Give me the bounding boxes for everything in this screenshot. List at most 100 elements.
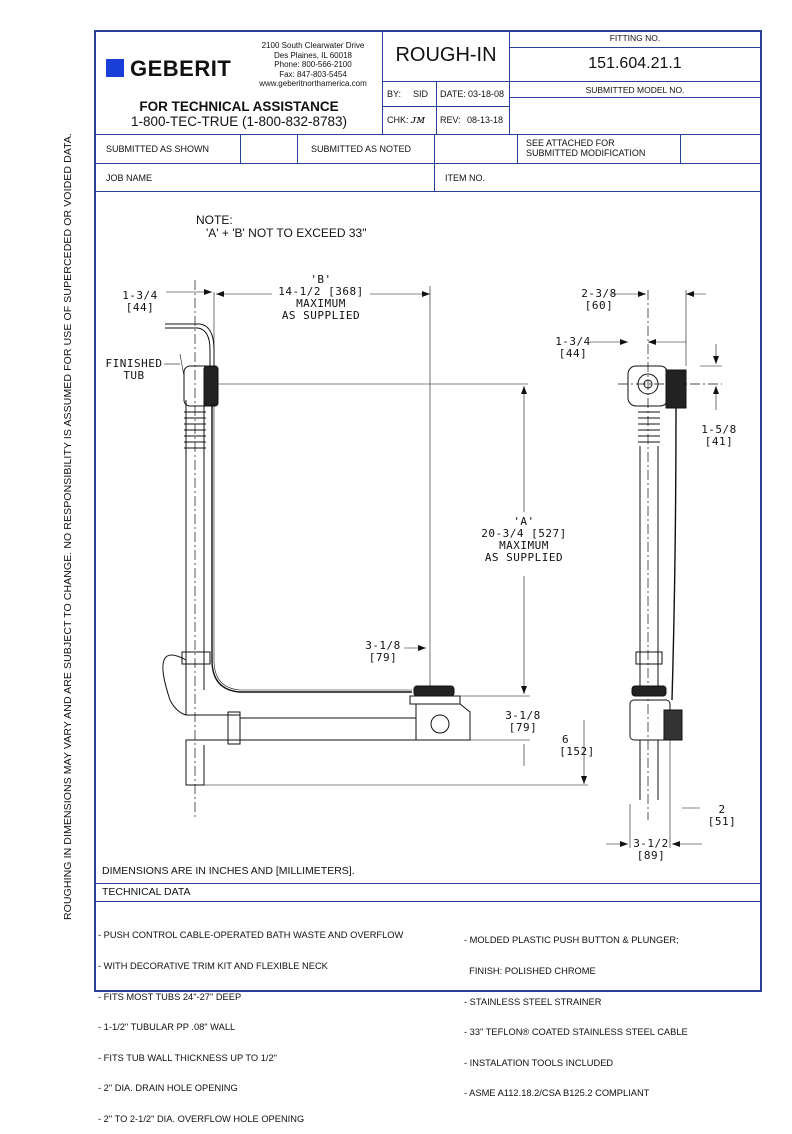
address-line: Fax: 847-803-5454: [279, 69, 347, 79]
date-value: 03-18-08: [468, 89, 505, 99]
divider: [382, 106, 509, 107]
units-note: DIMENSIONS ARE IN INCHES AND [MILLIMETER…: [102, 865, 355, 877]
tech-item: - STAINLESS STEEL STRAINER: [464, 996, 602, 1007]
divider: [436, 81, 437, 135]
overflow-cap: [637, 373, 659, 395]
model-label: SUBMITTED MODEL NO.: [585, 85, 685, 95]
arrowhead: [686, 291, 694, 297]
dim-value: MAXIMUM: [296, 297, 346, 310]
dim-value: [41]: [704, 435, 734, 448]
dim-value: TUB: [123, 369, 145, 382]
dim-label: 3-1/8[79]: [360, 640, 406, 664]
note-title: NOTE:: [196, 213, 233, 227]
dim-value: 6: [562, 733, 570, 746]
address-line: 2100 South Clearwater Drive: [261, 41, 365, 50]
rev-label: REV:: [440, 115, 461, 125]
dim-label: 3-1/2[89]: [626, 838, 676, 862]
tech-item: - 2" TO 2-1/2" DIA. OVERFLOW HOLE OPENIN…: [98, 1114, 305, 1125]
date-label: DATE:: [440, 89, 466, 99]
dim-value: 'A': [513, 515, 535, 528]
arrowhead: [672, 841, 680, 847]
note-text: 'A' + 'B' NOT TO EXCEED 33": [206, 226, 367, 240]
doc-type: ROUGH-IN: [395, 44, 497, 66]
dim-value: [44]: [125, 301, 155, 314]
divider: [680, 134, 681, 163]
dim-value: [79]: [508, 721, 538, 734]
dim-value: 'B': [310, 273, 332, 286]
tech-item: FINISH: POLISHED CHROME: [464, 966, 596, 977]
dim-label: 1-3/4[44]: [548, 336, 598, 360]
dim-value: 2-3/8: [581, 287, 617, 300]
chk-signature: ᴊᴍ: [411, 113, 426, 126]
assist-phone: 1-800-TEC-TRUE (1-800-832-8783): [130, 114, 348, 129]
control-cable: [211, 404, 412, 693]
dim-value: AS SUPPLIED: [281, 309, 361, 322]
chk-label: CHK:: [387, 115, 409, 125]
rev-value: 08-13-18: [467, 115, 504, 125]
divider: [382, 81, 762, 82]
fitting-number: 151.604.21.1: [588, 55, 682, 72]
divider: [94, 901, 762, 902]
dim-label: 2-3/8[60]: [572, 288, 626, 312]
arrowhead: [418, 645, 426, 651]
slip-nut: [663, 709, 683, 741]
see-attached-line: SUBMITTED MODIFICATION: [526, 148, 646, 158]
leader-line: [179, 353, 185, 377]
arrowhead: [648, 339, 656, 345]
tech-item: - MOLDED PLASTIC PUSH BUTTON & PLUNGER;: [464, 935, 679, 946]
submitted-as-shown: SUBMITTED AS SHOWN: [106, 144, 210, 154]
tech-item: - INSTALATION TOOLS INCLUDED: [464, 1057, 614, 1068]
dim-b-label: 'B' 14-1/2 [368] MAXIMUM AS SUPPLIED: [272, 274, 370, 322]
arrowhead: [713, 386, 719, 394]
see-attached: SEE ATTACHED FOR SUBMITTED MODIFICATION: [526, 138, 645, 158]
dim-value: AS SUPPLIED: [484, 551, 564, 564]
assist-title: FOR TECHNICAL ASSISTANCE: [139, 99, 339, 114]
geberit-logo-icon: [106, 59, 124, 77]
dim-value: [89]: [636, 849, 666, 862]
dim-value: [79]: [368, 651, 398, 664]
arrowhead: [620, 339, 628, 345]
drain-flange: [409, 695, 461, 705]
divider: [94, 163, 762, 164]
brand-name: GEBERIT: [130, 56, 232, 81]
divider: [297, 134, 298, 163]
tub-wall: [165, 327, 211, 368]
tub-wall: [165, 323, 215, 370]
arrowhead: [713, 356, 719, 364]
divider: [509, 47, 762, 48]
fitting-label: FITTING NO.: [609, 33, 661, 43]
dim-label: 1-5/8[41]: [694, 424, 744, 448]
slip-nut: [227, 711, 241, 745]
arrowhead: [422, 291, 430, 297]
dim-value: [44]: [558, 347, 588, 360]
dim-label: 3-1/8[79]: [498, 710, 548, 734]
drain-outlet: [430, 714, 450, 734]
tech-item: - FITS TUB WALL THICKNESS UP TO 1/2": [98, 1052, 277, 1063]
dim-value: 3-1/2: [633, 837, 669, 850]
address-line: Phone: 800-566-2100: [274, 60, 352, 70]
dim-value: 14-1/2 [368]: [278, 285, 364, 298]
tech-item: - WITH DECORATIVE TRIM KIT AND FLEXIBLE …: [98, 961, 328, 972]
dim-value: 1-5/8: [701, 423, 737, 436]
overflow-cap: [643, 379, 653, 389]
address-block: 2100 South Clearwater Drive Des Plaines,…: [246, 41, 380, 89]
tech-item: - PUSH CONTROL CABLE-OPERATED BATH WASTE…: [98, 930, 404, 941]
dim-value: FINISHED: [105, 357, 163, 370]
tech-list-right: - MOLDED PLASTIC PUSH BUTTON & PLUNGER; …: [464, 915, 688, 1109]
divider: [382, 30, 383, 135]
dim-value: 3-1/8: [505, 709, 541, 722]
tech-list-left: - PUSH CONTROL CABLE-OPERATED BATH WASTE…: [98, 910, 403, 1134]
address-line: www.geberitnorthamerica.com: [259, 79, 367, 89]
overflow-cover: [203, 365, 219, 407]
rough-in-drawing: [162, 280, 722, 848]
job-name-label: JOB NAME: [106, 173, 153, 183]
divider: [94, 883, 762, 884]
control-cable: [213, 404, 412, 691]
arrowhead: [204, 289, 212, 295]
tech-item: - ASME A112.18.2/CSA B125.2 COMPLIANT: [464, 1088, 650, 1099]
tech-item: - 2" DIA. DRAIN HOLE OPENING: [98, 1083, 238, 1094]
address-line: Des Plaines, IL 60018: [274, 50, 352, 60]
overflow-cover-side: [665, 369, 687, 409]
tech-item: - FITS MOST TUBS 24"-27" DEEP: [98, 991, 242, 1002]
